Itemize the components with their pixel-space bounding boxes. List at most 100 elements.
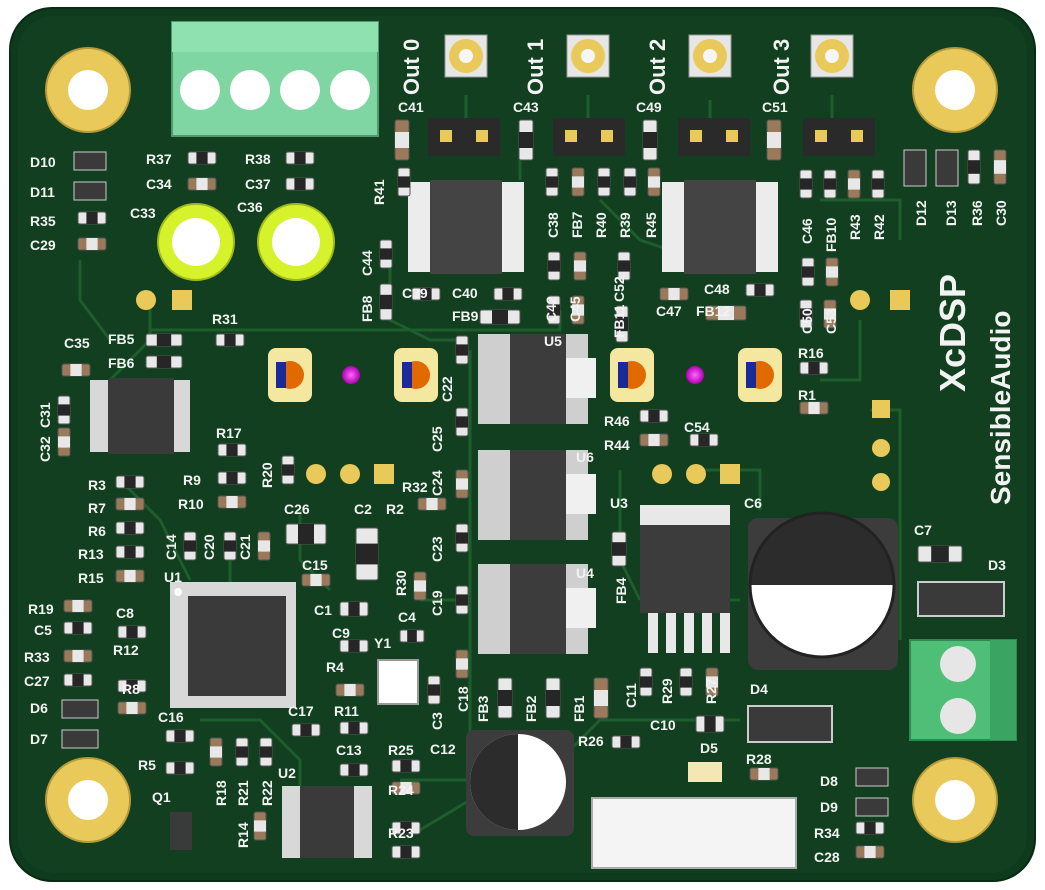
ref-C41: C41 (398, 99, 424, 115)
ref-U6: U6 (576, 449, 594, 465)
mcu-U1 (170, 582, 296, 708)
audio-ic-right (662, 180, 778, 274)
ref-D5: D5 (700, 740, 718, 756)
ref-R46: R46 (604, 413, 630, 429)
smd-part-body (864, 822, 876, 834)
ref-R42: R42 (871, 214, 887, 240)
smd-part-body (254, 820, 266, 832)
smd-part-body (224, 334, 236, 346)
ref-Y1: Y1 (374, 635, 391, 651)
smd-part-body (400, 846, 412, 858)
smd-part-body (618, 260, 630, 272)
product-name: XcDSP (932, 274, 973, 392)
ref-FB12: FB12 (696, 303, 730, 319)
ref-C50: C50 (799, 308, 815, 334)
smd-part-body (648, 410, 660, 422)
ref-R33: R33 (24, 649, 50, 665)
ref-R10: R10 (178, 496, 204, 512)
ref-R43: R43 (847, 214, 863, 240)
ref-Q1: Q1 (152, 789, 171, 805)
ref-D12: D12 (913, 200, 929, 226)
smd-part-body (800, 178, 812, 190)
smd-part-body (400, 822, 412, 834)
smd-part-body (648, 434, 660, 446)
ref-C36: C36 (237, 199, 263, 215)
mounting-hole-bottom-left (45, 757, 131, 843)
ref-C28: C28 (814, 849, 840, 865)
ref-R31: R31 (212, 311, 238, 327)
smd-part-body (126, 680, 138, 692)
smd-part-body (298, 524, 314, 544)
ref-D6: D6 (30, 700, 48, 716)
ref-R37: R37 (146, 151, 172, 167)
ref-C53: C53 (823, 308, 839, 334)
label-out2: Out 2 (645, 39, 670, 95)
smd-part-body (800, 308, 812, 320)
ref-U1: U1 (164, 569, 182, 585)
smd-part-body (498, 690, 512, 706)
ref-C15: C15 (302, 557, 328, 573)
smd-part-body (808, 362, 820, 374)
ref-C24: C24 (429, 470, 445, 496)
ref-R1: R1 (798, 387, 816, 403)
smd-part-body (124, 476, 136, 488)
cap-C12 (466, 730, 574, 836)
ref-C38: C38 (545, 212, 561, 238)
ic-left-small (90, 378, 190, 454)
ref-R35: R35 (30, 213, 56, 229)
smd-part-body (58, 404, 70, 416)
smd-part-body (86, 238, 98, 250)
smd-part-body (546, 176, 558, 188)
smd-part-body (718, 306, 734, 320)
smd-part-body (643, 132, 657, 148)
diode-bodies (61, 149, 1005, 817)
ref-C52: C52 (611, 276, 627, 302)
smd-part-body (407, 630, 417, 642)
smd-part-body (620, 736, 632, 748)
smd-part-body (294, 178, 306, 190)
ref-R5: R5 (138, 757, 156, 773)
ref-C48: C48 (704, 281, 730, 297)
smd-part-body (86, 212, 98, 224)
ref-R39: R39 (617, 212, 633, 238)
ref-D7: D7 (30, 731, 48, 747)
smd-part-body (680, 676, 692, 688)
ref-R29: R29 (659, 678, 675, 704)
smd-part-body (616, 316, 628, 332)
regulator-U5 (478, 334, 596, 424)
ref-C7: C7 (914, 522, 932, 538)
smd-part-body (612, 542, 626, 556)
ref-D11: D11 (30, 184, 55, 200)
smd-part-body (174, 762, 186, 774)
ref-C3: C3 (429, 712, 445, 730)
terminal-block-top (171, 21, 379, 137)
ref-R19: R19 (28, 601, 54, 617)
smd-part-body (648, 176, 660, 188)
ref-C20: C20 (201, 534, 217, 560)
ref-C2: C2 (354, 501, 372, 517)
ref-C43: C43 (513, 99, 539, 115)
cap-C6 (748, 511, 898, 670)
ref-R3: R3 (88, 477, 106, 493)
ref-C34: C34 (146, 176, 172, 192)
pin-headers (428, 118, 875, 156)
ref-R20: R20 (259, 462, 275, 488)
smd-part-body (226, 472, 238, 484)
ref-R32: R32 (402, 479, 428, 495)
smd-part-body (492, 310, 508, 324)
smd-part-body (400, 760, 412, 772)
smd-part-body (210, 746, 222, 758)
ref-R17: R17 (216, 425, 242, 441)
ref-R41: R41 (371, 179, 387, 205)
smd-part-body (124, 546, 136, 558)
smd-part-body (310, 574, 322, 586)
ref-C21: C21 (237, 534, 253, 560)
smd-part-body (668, 288, 680, 300)
ref-FB9: FB9 (452, 308, 479, 324)
ref-C33: C33 (130, 205, 156, 221)
smd-part-body (72, 622, 84, 634)
mounting-hole-bottom-right (912, 757, 998, 843)
transistor-Q1 (170, 812, 192, 850)
ref-C16: C16 (158, 709, 184, 725)
ufl-out2 (688, 34, 732, 78)
